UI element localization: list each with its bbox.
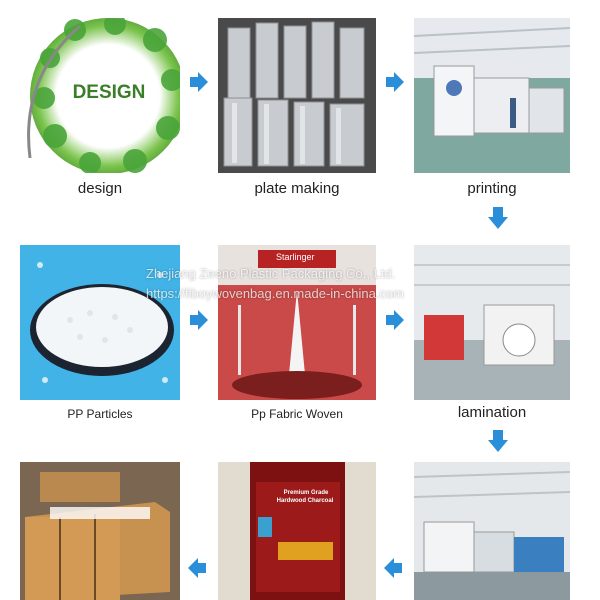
arrow-down-icon xyxy=(486,428,510,459)
watermark-company: Zhejiang Zeeno Plastic Packaging Co., Lt… xyxy=(146,266,396,281)
design-image: DESIGN xyxy=(20,18,180,173)
arrow-right-icon xyxy=(382,70,406,99)
lamination-image xyxy=(414,245,570,400)
arrow-down-icon xyxy=(486,205,510,236)
plate-making-image xyxy=(218,18,376,173)
caption-lamination: lamination xyxy=(457,404,527,421)
arrow-right-icon xyxy=(382,308,406,337)
caption-printing: printing xyxy=(467,180,517,197)
bag-making-image xyxy=(414,462,570,600)
packing-image xyxy=(20,462,180,600)
caption-pp-fabric-woven: Pp Fabric Woven xyxy=(251,407,343,421)
caption-pp-particles: PP Particles xyxy=(67,407,133,421)
bag-label-line1: Premium Grade xyxy=(283,490,329,496)
caption-design: design xyxy=(77,180,123,197)
machine-sign: Starlinger xyxy=(276,252,315,262)
pp-particles-image xyxy=(20,245,180,400)
bag-label-line2: Hardwood Charcoal xyxy=(276,498,334,504)
pp-fabric-woven-image: Starlinger xyxy=(218,245,376,400)
arrow-left-icon xyxy=(382,556,406,585)
design-badge: DESIGN xyxy=(72,82,146,103)
arrow-right-icon xyxy=(186,308,210,337)
printing-image xyxy=(414,18,570,173)
arrow-right-icon xyxy=(186,70,210,99)
watermark-url: https://fiboywovenbag.en.made-in-china.c… xyxy=(146,286,404,301)
caption-plate-making: plate making xyxy=(254,180,340,197)
arrow-left-icon xyxy=(186,556,210,585)
finished-bag-image: Premium Grade Hardwood Charcoal xyxy=(218,462,376,600)
